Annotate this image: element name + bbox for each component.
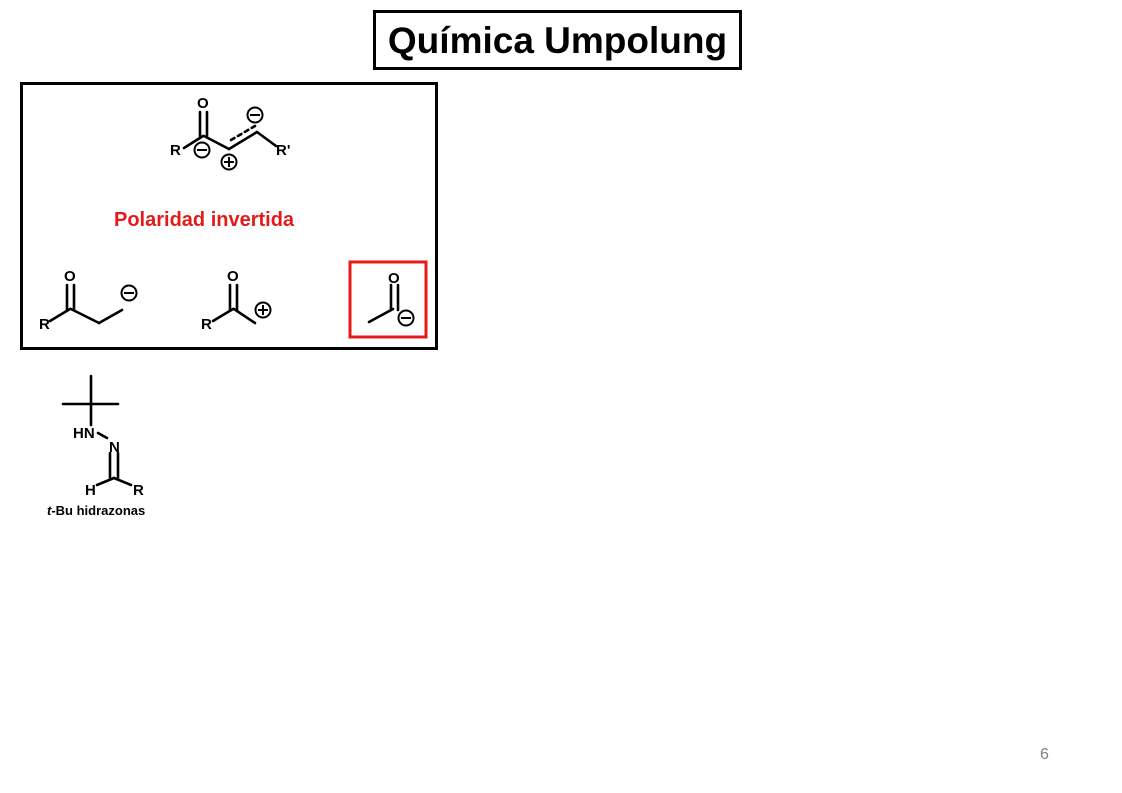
enolate-r-label: R bbox=[39, 316, 50, 333]
enone-r-prime-label: R' bbox=[276, 142, 290, 159]
enone-structure bbox=[182, 110, 278, 151]
page-number: 6 bbox=[1040, 746, 1049, 763]
hydrazone-r-label: R bbox=[133, 482, 144, 499]
hydrazone-caption: t-Bu hidrazonas bbox=[47, 503, 145, 518]
acyl-cation-o-label: O bbox=[227, 268, 239, 285]
enolate-structure bbox=[48, 283, 124, 325]
enone-r-label: R bbox=[170, 142, 181, 159]
acyl-anion-o-label: O bbox=[388, 270, 400, 287]
hydrazone-hn-label: HN bbox=[73, 425, 95, 442]
acyl-anion-structure bbox=[367, 283, 400, 324]
slide-title: Química Umpolung bbox=[387, 19, 728, 61]
minus-charge-icon bbox=[397, 309, 415, 327]
minus-charge-icon bbox=[193, 141, 211, 159]
minus-charge-icon bbox=[120, 284, 138, 302]
polarity-panel bbox=[20, 82, 438, 350]
hydrazone-n-label: N bbox=[109, 439, 120, 456]
hydrazone-structure bbox=[61, 374, 133, 487]
hydrazone-caption-italic: t bbox=[47, 503, 52, 518]
plus-charge-icon bbox=[220, 153, 238, 171]
acyl-cation-r-label: R bbox=[201, 316, 212, 333]
hydrazone-caption-rest: -Bu hidrazonas bbox=[51, 503, 145, 518]
highlight-box bbox=[348, 260, 428, 339]
minus-charge-icon bbox=[246, 106, 264, 124]
plus-charge-icon bbox=[254, 301, 272, 319]
panel-caption: Polaridad invertida bbox=[114, 209, 295, 231]
acyl-cation-structure bbox=[211, 283, 257, 325]
slide-title-box: Química Umpolung bbox=[373, 10, 742, 70]
enone-o-label: O bbox=[197, 95, 209, 112]
hydrazone-h-label: H bbox=[85, 482, 96, 499]
enolate-o-label: O bbox=[64, 268, 76, 285]
